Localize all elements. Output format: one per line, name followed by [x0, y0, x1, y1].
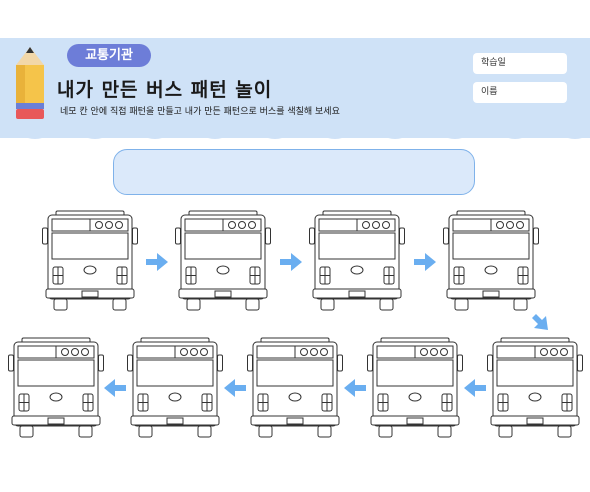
date-field[interactable]: 학습일 — [473, 53, 567, 74]
arrow-right-icon — [146, 253, 168, 271]
wave-border — [0, 124, 590, 139]
bus-icon[interactable] — [443, 210, 539, 312]
arrow-right-icon — [414, 253, 436, 271]
pattern-answer-box[interactable] — [113, 149, 475, 195]
bus-icon[interactable] — [8, 337, 104, 439]
worksheet-instructions: 네모 칸 안에 직접 패턴을 만들고 내가 만든 패턴으로 버스를 색칠해 보세… — [60, 107, 340, 117]
bus-icon[interactable] — [127, 337, 223, 439]
pencil-icon — [16, 47, 44, 119]
arrow-left-icon — [464, 379, 486, 397]
bus-icon[interactable] — [367, 337, 463, 439]
bus-icon[interactable] — [309, 210, 405, 312]
arrow-down-icon — [532, 314, 548, 330]
arrow-left-icon — [224, 379, 246, 397]
bus-icon[interactable] — [487, 337, 583, 439]
arrow-left-icon — [344, 379, 366, 397]
bus-icon[interactable] — [42, 210, 138, 312]
bus-icon[interactable] — [175, 210, 271, 312]
category-badge: 교통기관 — [67, 44, 151, 67]
worksheet-title: 내가 만든 버스 패턴 놀이 — [57, 79, 273, 101]
bus-icon[interactable] — [247, 337, 343, 439]
arrow-left-icon — [104, 379, 126, 397]
arrow-right-icon — [280, 253, 302, 271]
name-field[interactable]: 이름 — [473, 82, 567, 103]
